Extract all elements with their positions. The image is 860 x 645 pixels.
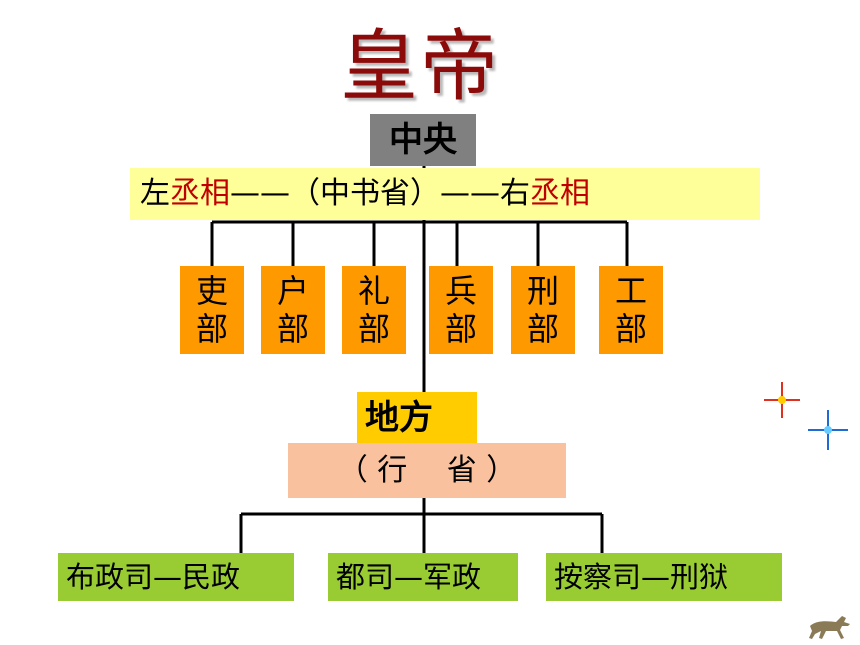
ministry-rites: 礼 部 bbox=[342, 266, 406, 354]
emperor-title: 皇帝 bbox=[339, 22, 500, 112]
ministry-works: 工 部 bbox=[599, 266, 663, 354]
ministry-char-1: 刑 bbox=[526, 272, 559, 310]
right-chancellor-title: 丞相 bbox=[530, 176, 590, 211]
office-judicial: 按察司—刑狱 bbox=[546, 553, 782, 601]
red-sparkle-icon bbox=[764, 382, 800, 418]
ministry-char-2: 部 bbox=[195, 310, 228, 348]
ministry-char-1: 户 bbox=[276, 272, 309, 310]
ministry-char-2: 部 bbox=[444, 310, 477, 348]
left-chancellor-title: 丞相 bbox=[170, 176, 230, 211]
local-government-label: 地方 bbox=[357, 392, 477, 444]
ministry-char-1: 礼 bbox=[357, 272, 390, 310]
chancellor-band: 左丞相——（中书省）——右丞相 bbox=[130, 168, 760, 220]
ministry-justice: 刑 部 bbox=[511, 266, 575, 354]
horse-icon bbox=[809, 616, 850, 639]
left-prefix: 左 bbox=[140, 176, 170, 211]
ministry-char-2: 部 bbox=[276, 310, 309, 348]
ministry-char-2: 部 bbox=[614, 310, 647, 348]
office-civil: 布政司—民政 bbox=[58, 553, 294, 601]
central-government-label: 中央 bbox=[370, 114, 476, 166]
ministry-personnel: 吏 部 bbox=[180, 266, 244, 354]
secretariat-text: ——（中书省）——右 bbox=[230, 176, 530, 211]
ministry-char-1: 工 bbox=[614, 272, 647, 310]
province-box: （ 行 省 ） bbox=[288, 443, 566, 498]
ministry-revenue: 户 部 bbox=[261, 266, 325, 354]
ministry-war: 兵 部 bbox=[429, 266, 493, 354]
ministry-char-1: 兵 bbox=[444, 272, 477, 310]
ministry-char-2: 部 bbox=[526, 310, 559, 348]
office-military: 都司—军政 bbox=[328, 553, 518, 601]
blue-sparkle-icon bbox=[808, 410, 848, 450]
ministry-char-2: 部 bbox=[357, 310, 390, 348]
ministry-char-1: 吏 bbox=[195, 272, 228, 310]
